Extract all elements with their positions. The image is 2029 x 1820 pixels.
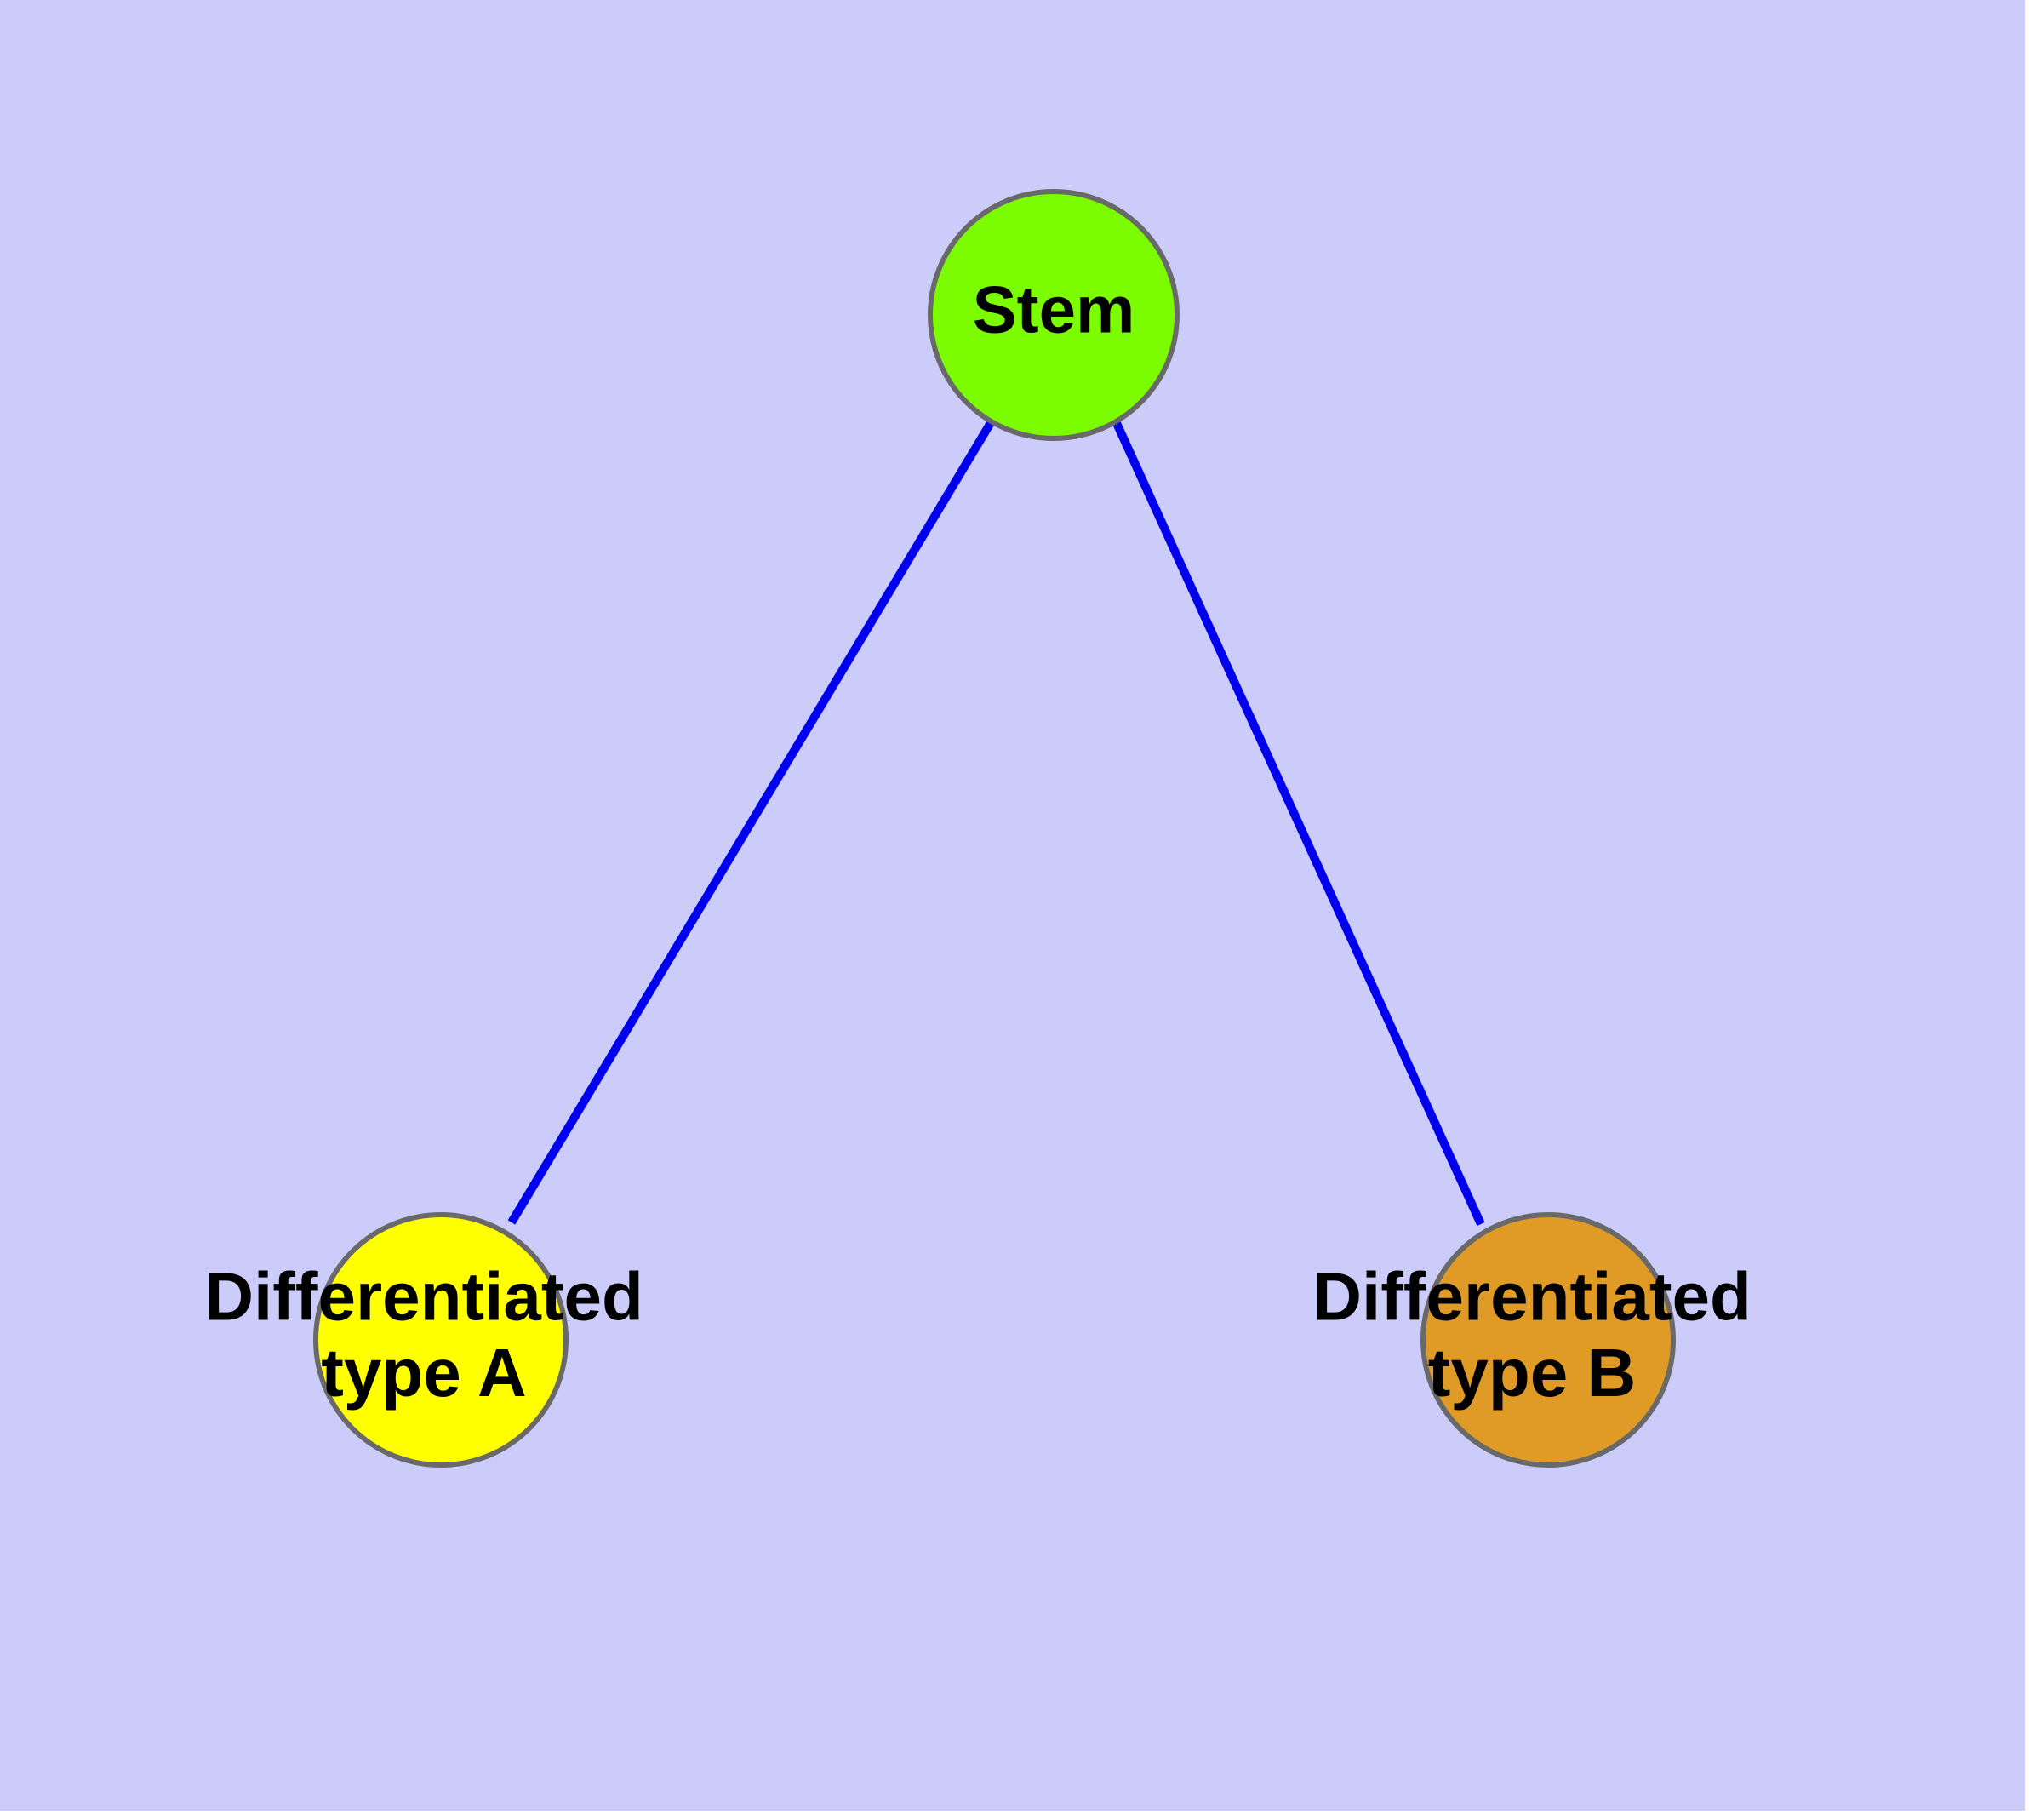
edge-stem-to-differentiated-type-a[interactable] <box>507 419 996 1225</box>
node-circle-stem[interactable] <box>928 189 1180 441</box>
label-group: Differentiated type A Differentiated typ… <box>204 272 1752 1411</box>
edge-group <box>507 419 1485 1227</box>
node-stem[interactable] <box>928 189 1180 441</box>
node-differentiated-type-a[interactable] <box>313 1212 569 1468</box>
edge-stem-to-differentiated-type-b[interactable] <box>1112 419 1485 1227</box>
node-label-differentiated-type-b-line2: type B <box>1428 1335 1637 1411</box>
node-label-differentiated-type-a-line2: type A <box>321 1335 527 1411</box>
node-circle-differentiated-type-b[interactable] <box>1420 1212 1676 1468</box>
node-label-differentiated-type-b-line1: Differentiated <box>1312 1258 1752 1334</box>
node-differentiated-type-b[interactable] <box>1420 1212 1676 1468</box>
node-label-differentiated-type-a-line1: Differentiated <box>204 1258 643 1334</box>
node-circle-differentiated-type-a[interactable] <box>313 1212 569 1468</box>
node-label-stem-line1: Stem <box>973 272 1135 347</box>
